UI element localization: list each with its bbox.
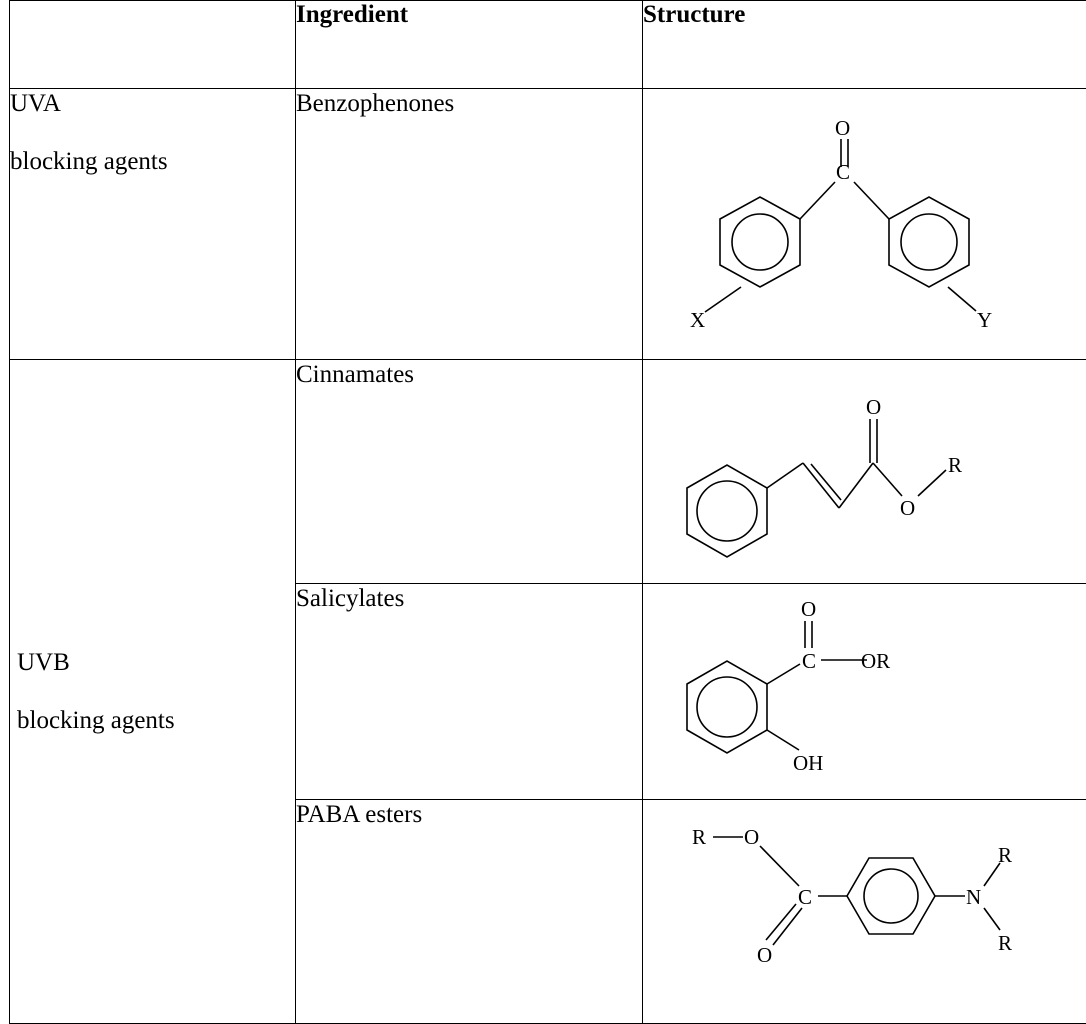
salicylate-label-oh: OH	[793, 751, 823, 775]
category-uva-line1: UVA	[10, 89, 295, 119]
header-structure: Structure	[643, 1, 1086, 89]
cinnamate-label-r: R	[948, 453, 962, 477]
benzophenone-structure: O C X Y	[643, 89, 1086, 354]
paba-label-c: C	[798, 885, 812, 909]
header-empty-cell	[10, 1, 296, 89]
salicylate-label-carbonyl-o: O	[801, 597, 816, 621]
header-ingredient: Ingredient	[296, 1, 643, 89]
paba-label-r1: R	[692, 825, 706, 849]
benzophenone-label-o: O	[835, 116, 850, 140]
structure-paba-esters: R O C O N R R	[643, 800, 1086, 1024]
benzophenone-label-x: X	[690, 308, 705, 332]
structure-cinnamates: O O R	[643, 360, 1086, 584]
salicylate-structure: O C OR OH	[643, 584, 1086, 794]
paba-label-n: N	[966, 885, 981, 909]
ingredient-cinnamates: Cinnamates	[296, 360, 643, 584]
table-row-benzophenones: UVA blocking agents Benzophenones	[10, 89, 1086, 360]
salicylate-label-or: OR	[861, 649, 890, 673]
category-uva: UVA blocking agents	[10, 89, 296, 360]
structure-salicylates: O C OR OH	[643, 584, 1086, 800]
paba-ester-structure: R O C O N R R	[643, 800, 1086, 1018]
paba-label-o1: O	[744, 825, 759, 849]
category-uva-line2: blocking agents	[10, 147, 295, 177]
category-uvb-line1: UVB	[17, 648, 295, 678]
paba-label-o2: O	[757, 943, 772, 967]
table-row-cinnamates: UVB blocking agents Cinnamates O	[10, 360, 1086, 584]
category-uvb-line2: blocking agents	[17, 706, 295, 736]
structure-benzophenones: O C X Y	[643, 89, 1086, 360]
ingredient-benzophenones: Benzophenones	[296, 89, 643, 360]
paba-label-r3: R	[998, 931, 1012, 955]
cinnamate-label-ester-o: O	[900, 496, 915, 520]
paba-label-r2: R	[998, 843, 1012, 867]
ingredient-salicylates: Salicylates	[296, 584, 643, 800]
cinnamate-label-carbonyl-o: O	[866, 395, 881, 419]
ingredient-paba-esters: PABA esters	[296, 800, 643, 1024]
salicylate-label-c: C	[802, 649, 816, 673]
category-uvb: UVB blocking agents	[10, 360, 296, 1024]
sunscreen-ingredient-table: Ingredient Structure UVA blocking agents…	[9, 0, 1086, 1024]
benzophenone-label-y: Y	[977, 308, 992, 332]
header-row: Ingredient Structure	[10, 1, 1086, 89]
benzophenone-label-c: C	[836, 160, 850, 184]
cinnamate-structure: O O R	[643, 360, 1086, 578]
